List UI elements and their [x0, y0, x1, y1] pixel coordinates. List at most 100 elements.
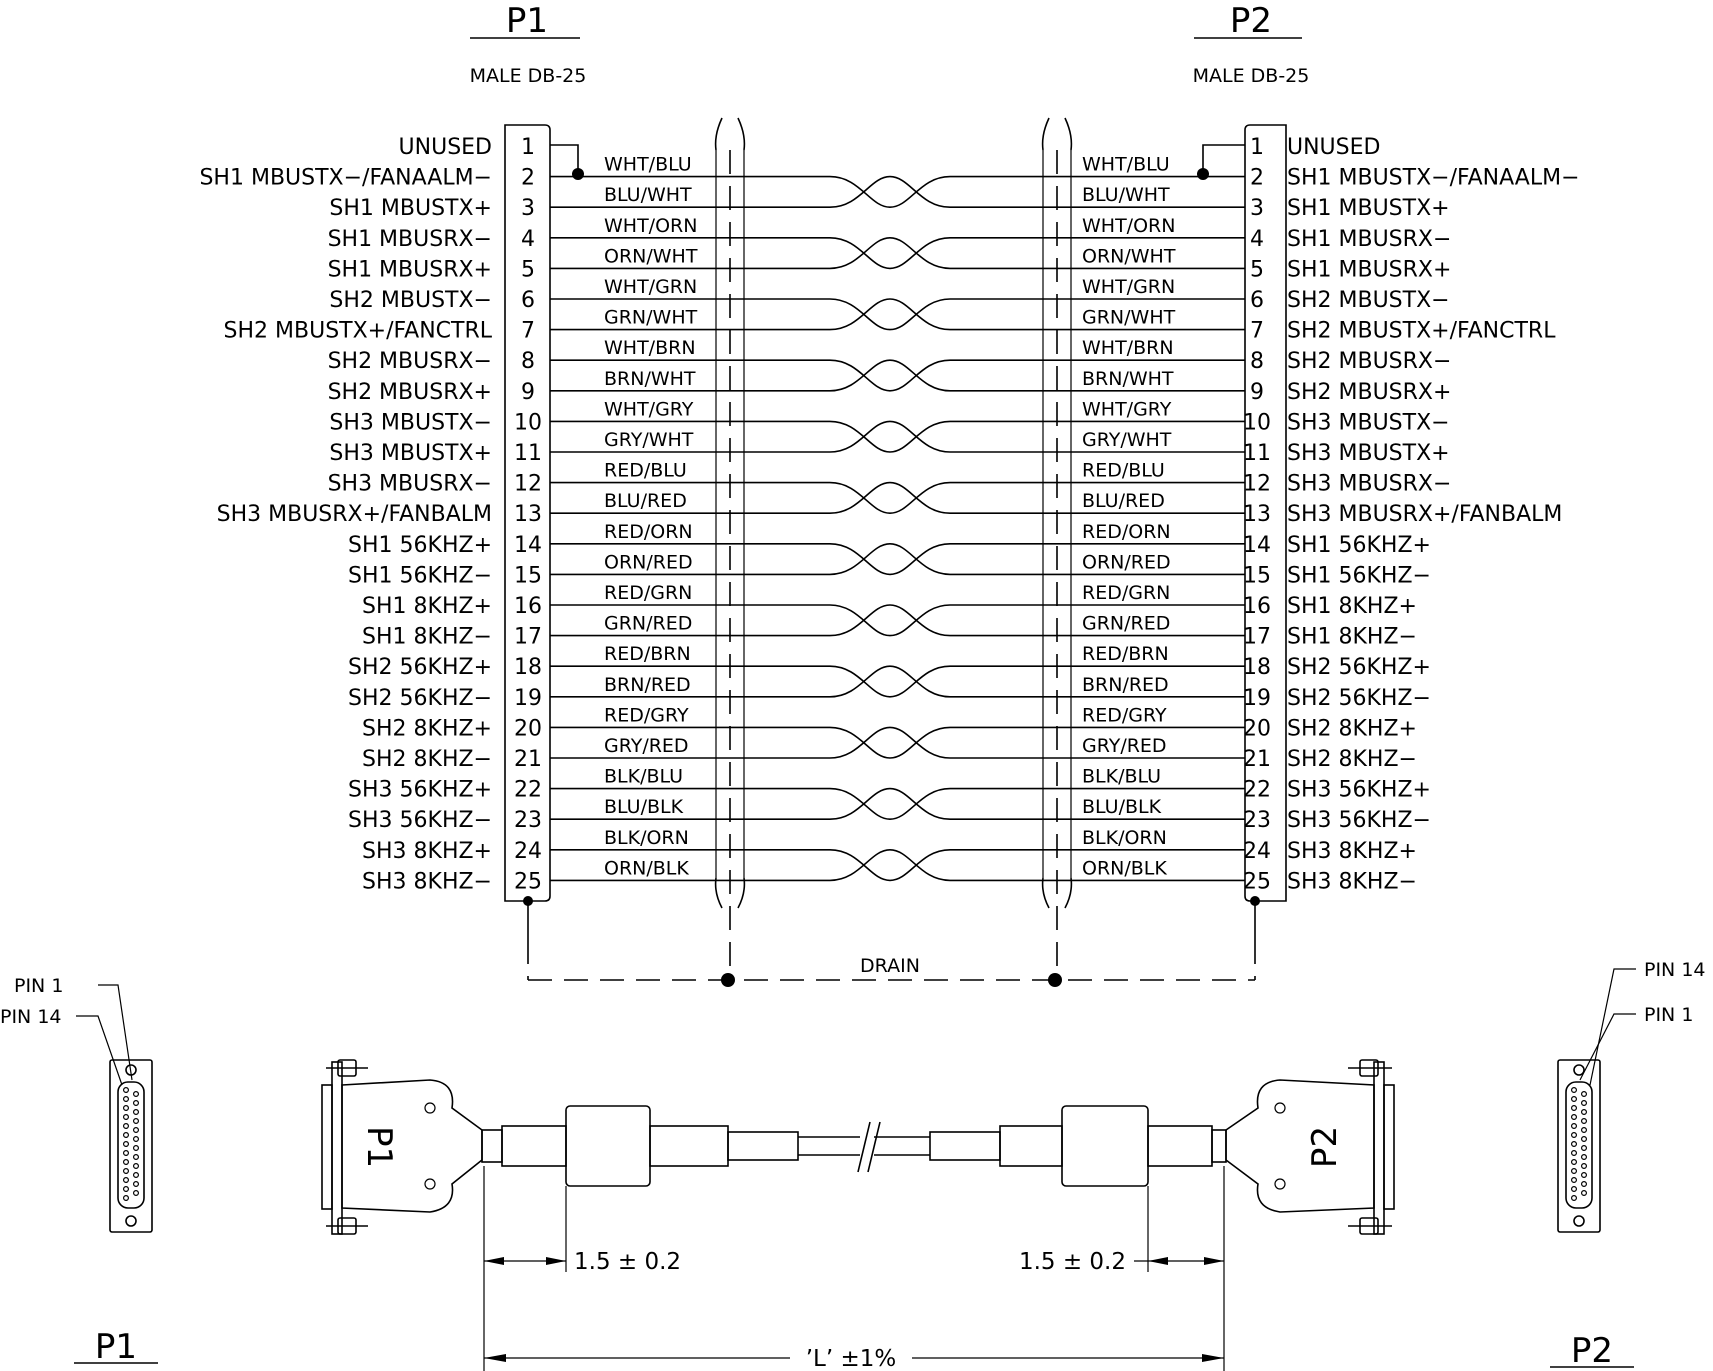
- p1-wire-color: WHT/ORN: [604, 215, 697, 237]
- p1-signal-label: SH2 MBUSRX−: [328, 349, 492, 374]
- pin-socket: [133, 1189, 140, 1196]
- pin-socket: [1570, 1176, 1577, 1183]
- p1-connector-block: [504, 124, 551, 902]
- pin-socket: [1580, 1180, 1587, 1187]
- p2-wire-color: BLK/ORN: [1082, 827, 1167, 849]
- twisted-pair-wire: [550, 236, 1245, 270]
- p2-pin-number: 2: [1250, 166, 1264, 191]
- pin-socket: [1570, 1158, 1577, 1165]
- twisted-pair-wire: [550, 481, 1245, 515]
- p1-pin-number: 22: [514, 778, 542, 803]
- p1-pin-number: 2: [521, 166, 535, 191]
- pin-socket: [1570, 1131, 1577, 1138]
- p1-wire-color: RED/BLU: [604, 460, 687, 482]
- pin-socket: [133, 1162, 140, 1169]
- p1-wire-color: ORN/RED: [604, 551, 693, 573]
- p2-wire-color: GRY/WHT: [1082, 429, 1172, 451]
- left-pin14-label: PIN 14: [0, 1006, 62, 1028]
- pin-socket: [1570, 1194, 1577, 1201]
- pin-socket: [1570, 1095, 1577, 1102]
- pin-socket: [122, 1095, 129, 1102]
- p1-wire-color: RED/GRY: [604, 704, 689, 726]
- p1-wire-color: BLK/BLU: [604, 766, 683, 788]
- p1-pin-number: 15: [514, 563, 542, 588]
- p2-pin-number: 9: [1250, 380, 1264, 405]
- p2-signal-label: SH3 56KHZ−: [1287, 808, 1431, 833]
- p2-wire-color: ORN/RED: [1082, 551, 1171, 573]
- p2-signal-label: SH2 56KHZ+: [1287, 655, 1431, 680]
- p2-pin-number: 12: [1243, 472, 1271, 497]
- pin-socket: [1570, 1086, 1577, 1093]
- p2-pin-number: 14: [1243, 533, 1271, 558]
- p1-signal-label: SH2 MBUSTX+/FANCTRL: [224, 319, 493, 344]
- p1-wire-color: RED/GRN: [604, 582, 692, 604]
- pin-socket: [1570, 1140, 1577, 1147]
- p2-wire-color: BLU/RED: [1082, 490, 1165, 512]
- pin-socket: [122, 1194, 129, 1201]
- pin-socket: [122, 1158, 129, 1165]
- p1-signal-label: SH1 56KHZ+: [348, 533, 492, 558]
- p2-signal-label: SH3 56KHZ+: [1287, 778, 1431, 803]
- p1-pin1-junction: [572, 168, 584, 180]
- p2-pin-number: 22: [1243, 778, 1271, 803]
- p2-wire-color: GRN/WHT: [1082, 307, 1176, 329]
- p1-signal-label: SH3 56KHZ−: [348, 808, 492, 833]
- p1-body-label: P1: [359, 1126, 399, 1168]
- p1-signal-label: SH3 MBUSTX−: [329, 410, 492, 435]
- p1-pin-number: 8: [521, 349, 535, 374]
- p2-pin-number: 24: [1243, 839, 1271, 864]
- pin-socket: [133, 1153, 140, 1160]
- pin-socket: [1580, 1189, 1587, 1196]
- pin-socket: [1570, 1167, 1577, 1174]
- p2-signal-label: UNUSED: [1287, 135, 1380, 160]
- right-pin-callouts: [1579, 968, 1636, 1086]
- p2-wire-color: RED/ORN: [1082, 521, 1171, 543]
- p2-title: P2: [1230, 1, 1272, 41]
- p1-pin-number: 14: [514, 533, 542, 558]
- p1-signal-label: SH1 56KHZ−: [348, 563, 492, 588]
- p2-wire-color: WHT/BRN: [1082, 337, 1174, 359]
- p2-pin-number: 18: [1243, 655, 1271, 680]
- p1-signal-label: SH1 8KHZ−: [362, 625, 492, 650]
- pin-socket: [122, 1131, 129, 1138]
- p1-wire-color: WHT/BRN: [604, 337, 696, 359]
- right-pin1-label: PIN 1: [1644, 1004, 1693, 1026]
- p2-signal-label: SH2 56KHZ−: [1287, 686, 1431, 711]
- pin-socket: [122, 1086, 129, 1093]
- p2-pin-number: 13: [1243, 502, 1271, 527]
- twisted-pair-wire: [550, 665, 1245, 698]
- p1-wire-color: BLU/WHT: [604, 184, 692, 206]
- pin-socket: [1570, 1149, 1577, 1156]
- pin-socket: [122, 1113, 129, 1120]
- p2-wire-color: BLU/WHT: [1082, 184, 1170, 206]
- p1-signal-label: SH3 MBUSTX+: [329, 441, 492, 466]
- p1-pin-number: 19: [514, 686, 542, 711]
- pin-socket: [133, 1108, 140, 1115]
- p1-signal-label: SH1 MBUSTX+: [329, 196, 492, 221]
- p1-signal-label: SH3 MBUSRX+/FANBALM: [217, 502, 492, 527]
- p2-wire-color: RED/BRN: [1082, 643, 1169, 665]
- p1-pin-number: 13: [514, 502, 542, 527]
- pin-socket: [1580, 1126, 1587, 1133]
- p2-wire-color: WHT/GRY: [1082, 398, 1172, 420]
- p1-pin-number: 24: [514, 839, 542, 864]
- p2-pin-number: 19: [1243, 686, 1271, 711]
- pin-socket: [1580, 1135, 1587, 1142]
- p2-signal-label: SH3 MBUSTX+: [1287, 441, 1450, 466]
- pin-socket: [133, 1099, 140, 1106]
- twisted-pair-wire: [550, 604, 1245, 637]
- p1-signal-label: SH3 8KHZ−: [362, 869, 492, 894]
- twisted-pair-wire: [550, 849, 1245, 882]
- twisted-pair-wire: [550, 298, 1245, 331]
- overall-length-dim: ’L’ ±1%: [806, 1346, 897, 1371]
- p1-wire-color: ORN/WHT: [604, 245, 698, 267]
- pin-socket: [133, 1144, 140, 1151]
- p2-signal-label: SH3 MBUSTX−: [1287, 410, 1450, 435]
- p1-signal-label: SH2 56KHZ−: [348, 686, 492, 711]
- p1-wire-color: WHT/BLU: [604, 154, 692, 176]
- p1-signal-label: SH1 8KHZ+: [362, 594, 492, 619]
- p2-wire-color: BRN/RED: [1082, 674, 1169, 696]
- twisted-pair-wire: [550, 726, 1245, 759]
- p2-wire-color: BLK/BLU: [1082, 766, 1161, 788]
- p2-signal-label: SH3 MBUSRX+/FANBALM: [1287, 502, 1562, 527]
